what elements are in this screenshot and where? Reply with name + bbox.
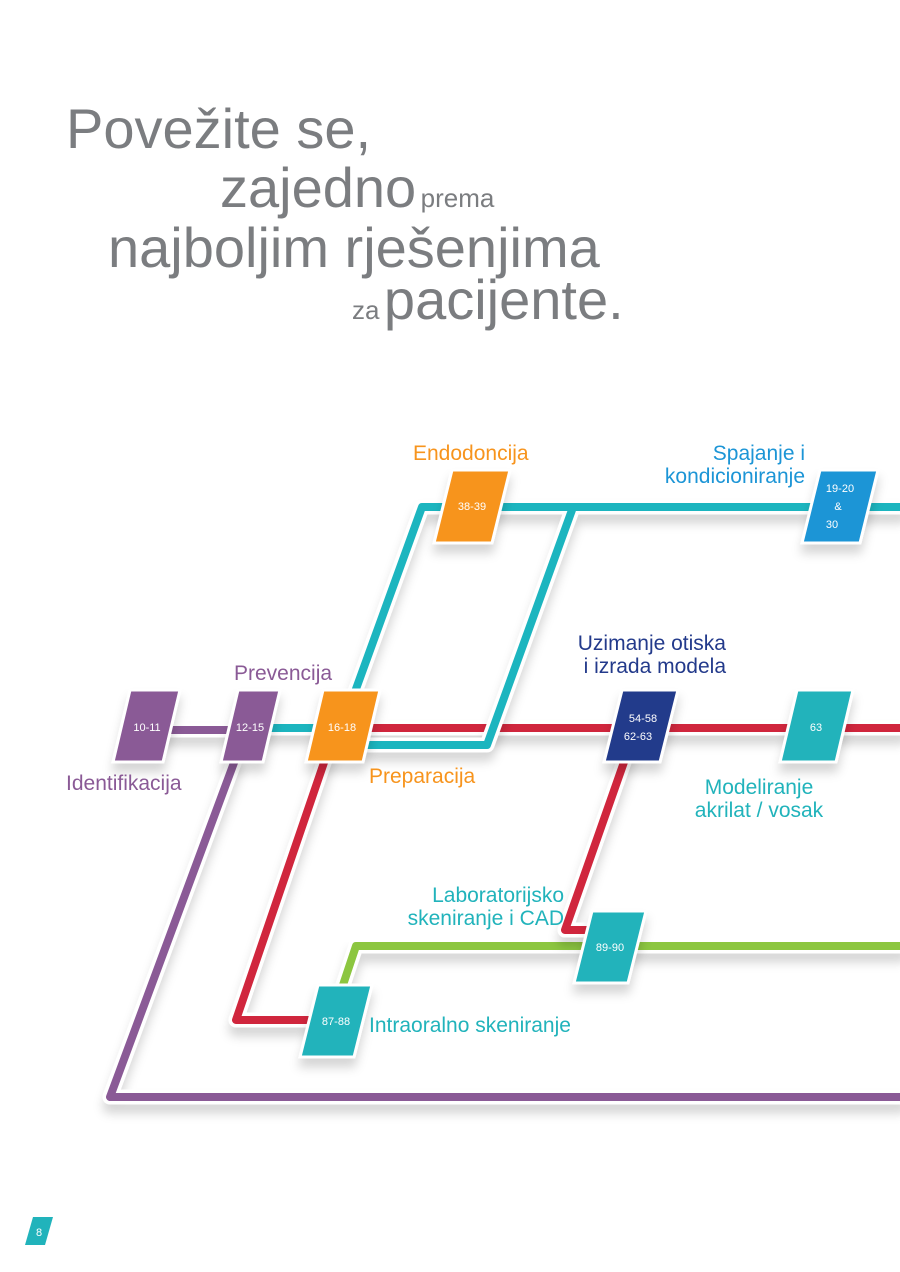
headline-line-4: za pacijente. (352, 272, 624, 328)
label-preparacija: Preparacija (369, 765, 476, 788)
teal-line-casing-3 (360, 502, 580, 753)
node-38-39: 38-39 (432, 468, 512, 545)
node-87-88: 87-88 (298, 983, 374, 1059)
headline-word-pacijente: pacijente. (383, 268, 624, 331)
label-modeliranje: Modeliranje akrilat / vosak (676, 776, 842, 822)
node-12-15: 12-15 (219, 688, 282, 764)
node-63-label: 63 (810, 722, 822, 734)
label-intraoralno: Intraoralno skeniranje (369, 1014, 571, 1037)
headline-line-1: Povežite se, (66, 97, 372, 160)
label-laboratorijsko-line-2: skeniranje i CAD (407, 907, 564, 931)
node-10-11: 10-11 (111, 688, 182, 764)
node-19-20-label-line-2: & (834, 501, 842, 513)
headline-word-prema: prema (420, 183, 495, 213)
node-89-90: 89-90 (572, 909, 648, 985)
headline-word-zajedno: zajedno (220, 156, 417, 219)
label-prevencija: Prevencija (234, 662, 333, 685)
label-laboratorijsko: Laboratorijsko skeniranje i CAD (350, 884, 564, 930)
node-19-20-label-line-3: 30 (826, 519, 838, 531)
node-54-58-label-line-1: 54-58 (629, 713, 657, 725)
station-nodes: 10-11 12-15 16-18 38-39 19-20 & 30 54-58… (111, 468, 880, 1059)
teal-line-path-2 (348, 503, 900, 704)
label-uzimanje-line-1: Uzimanje otiska (577, 632, 726, 655)
node-19-20-label-line-1: 19-20 (826, 483, 854, 495)
label-spajanje: Spajanje i kondicioniranje (600, 442, 805, 488)
node-89-90-label: 89-90 (596, 942, 624, 954)
node-12-15-label: 12-15 (236, 722, 264, 734)
node-87-88-label: 87-88 (322, 1016, 350, 1028)
node-63: 63 (778, 688, 855, 764)
label-modeliranje-line-2: akrilat / vosak (694, 799, 824, 823)
label-modeliranje-line-1: Modeliranje (704, 776, 814, 799)
purple-line-path-2 (106, 756, 900, 1101)
node-38-39-label: 38-39 (458, 501, 486, 513)
label-uzimanje-line-2: i izrada modela (583, 655, 726, 679)
teal-line-path-3 (364, 506, 576, 749)
node-16-18-label: 16-18 (328, 722, 356, 734)
label-spajanje-line-1: Spajanje i (712, 442, 805, 465)
node-54-58-label-line-2: 62-63 (624, 731, 652, 743)
node-54-58-62-63: 54-58 62-63 (602, 688, 680, 764)
label-identifikacija: Identifikacija (66, 772, 182, 795)
headline-line-2: zajedno prema (220, 160, 494, 216)
page-number-badge: 8 (25, 1217, 53, 1245)
headline-line-3: najboljim rješenjima (108, 216, 600, 279)
red-line (228, 720, 900, 1028)
node-10-11-label: 10-11 (133, 722, 160, 734)
node-19-20-30: 19-20 & 30 (800, 468, 880, 545)
label-uzimanje: Uzimanje otiska i izrada modela (520, 632, 726, 678)
green-line-path (339, 942, 900, 989)
label-spajanje-line-2: kondicioniranje (664, 465, 805, 489)
label-laboratorijsko-line-1: Laboratorijsko (432, 884, 564, 907)
red-line-path-3 (561, 741, 634, 934)
node-16-18: 16-18 (304, 688, 382, 764)
red-line-path-2 (232, 741, 334, 1024)
page-number: 8 (36, 1227, 42, 1239)
headline-word-za: za (352, 295, 380, 325)
label-endodoncija: Endodoncija (413, 442, 529, 465)
green-line (335, 938, 900, 993)
